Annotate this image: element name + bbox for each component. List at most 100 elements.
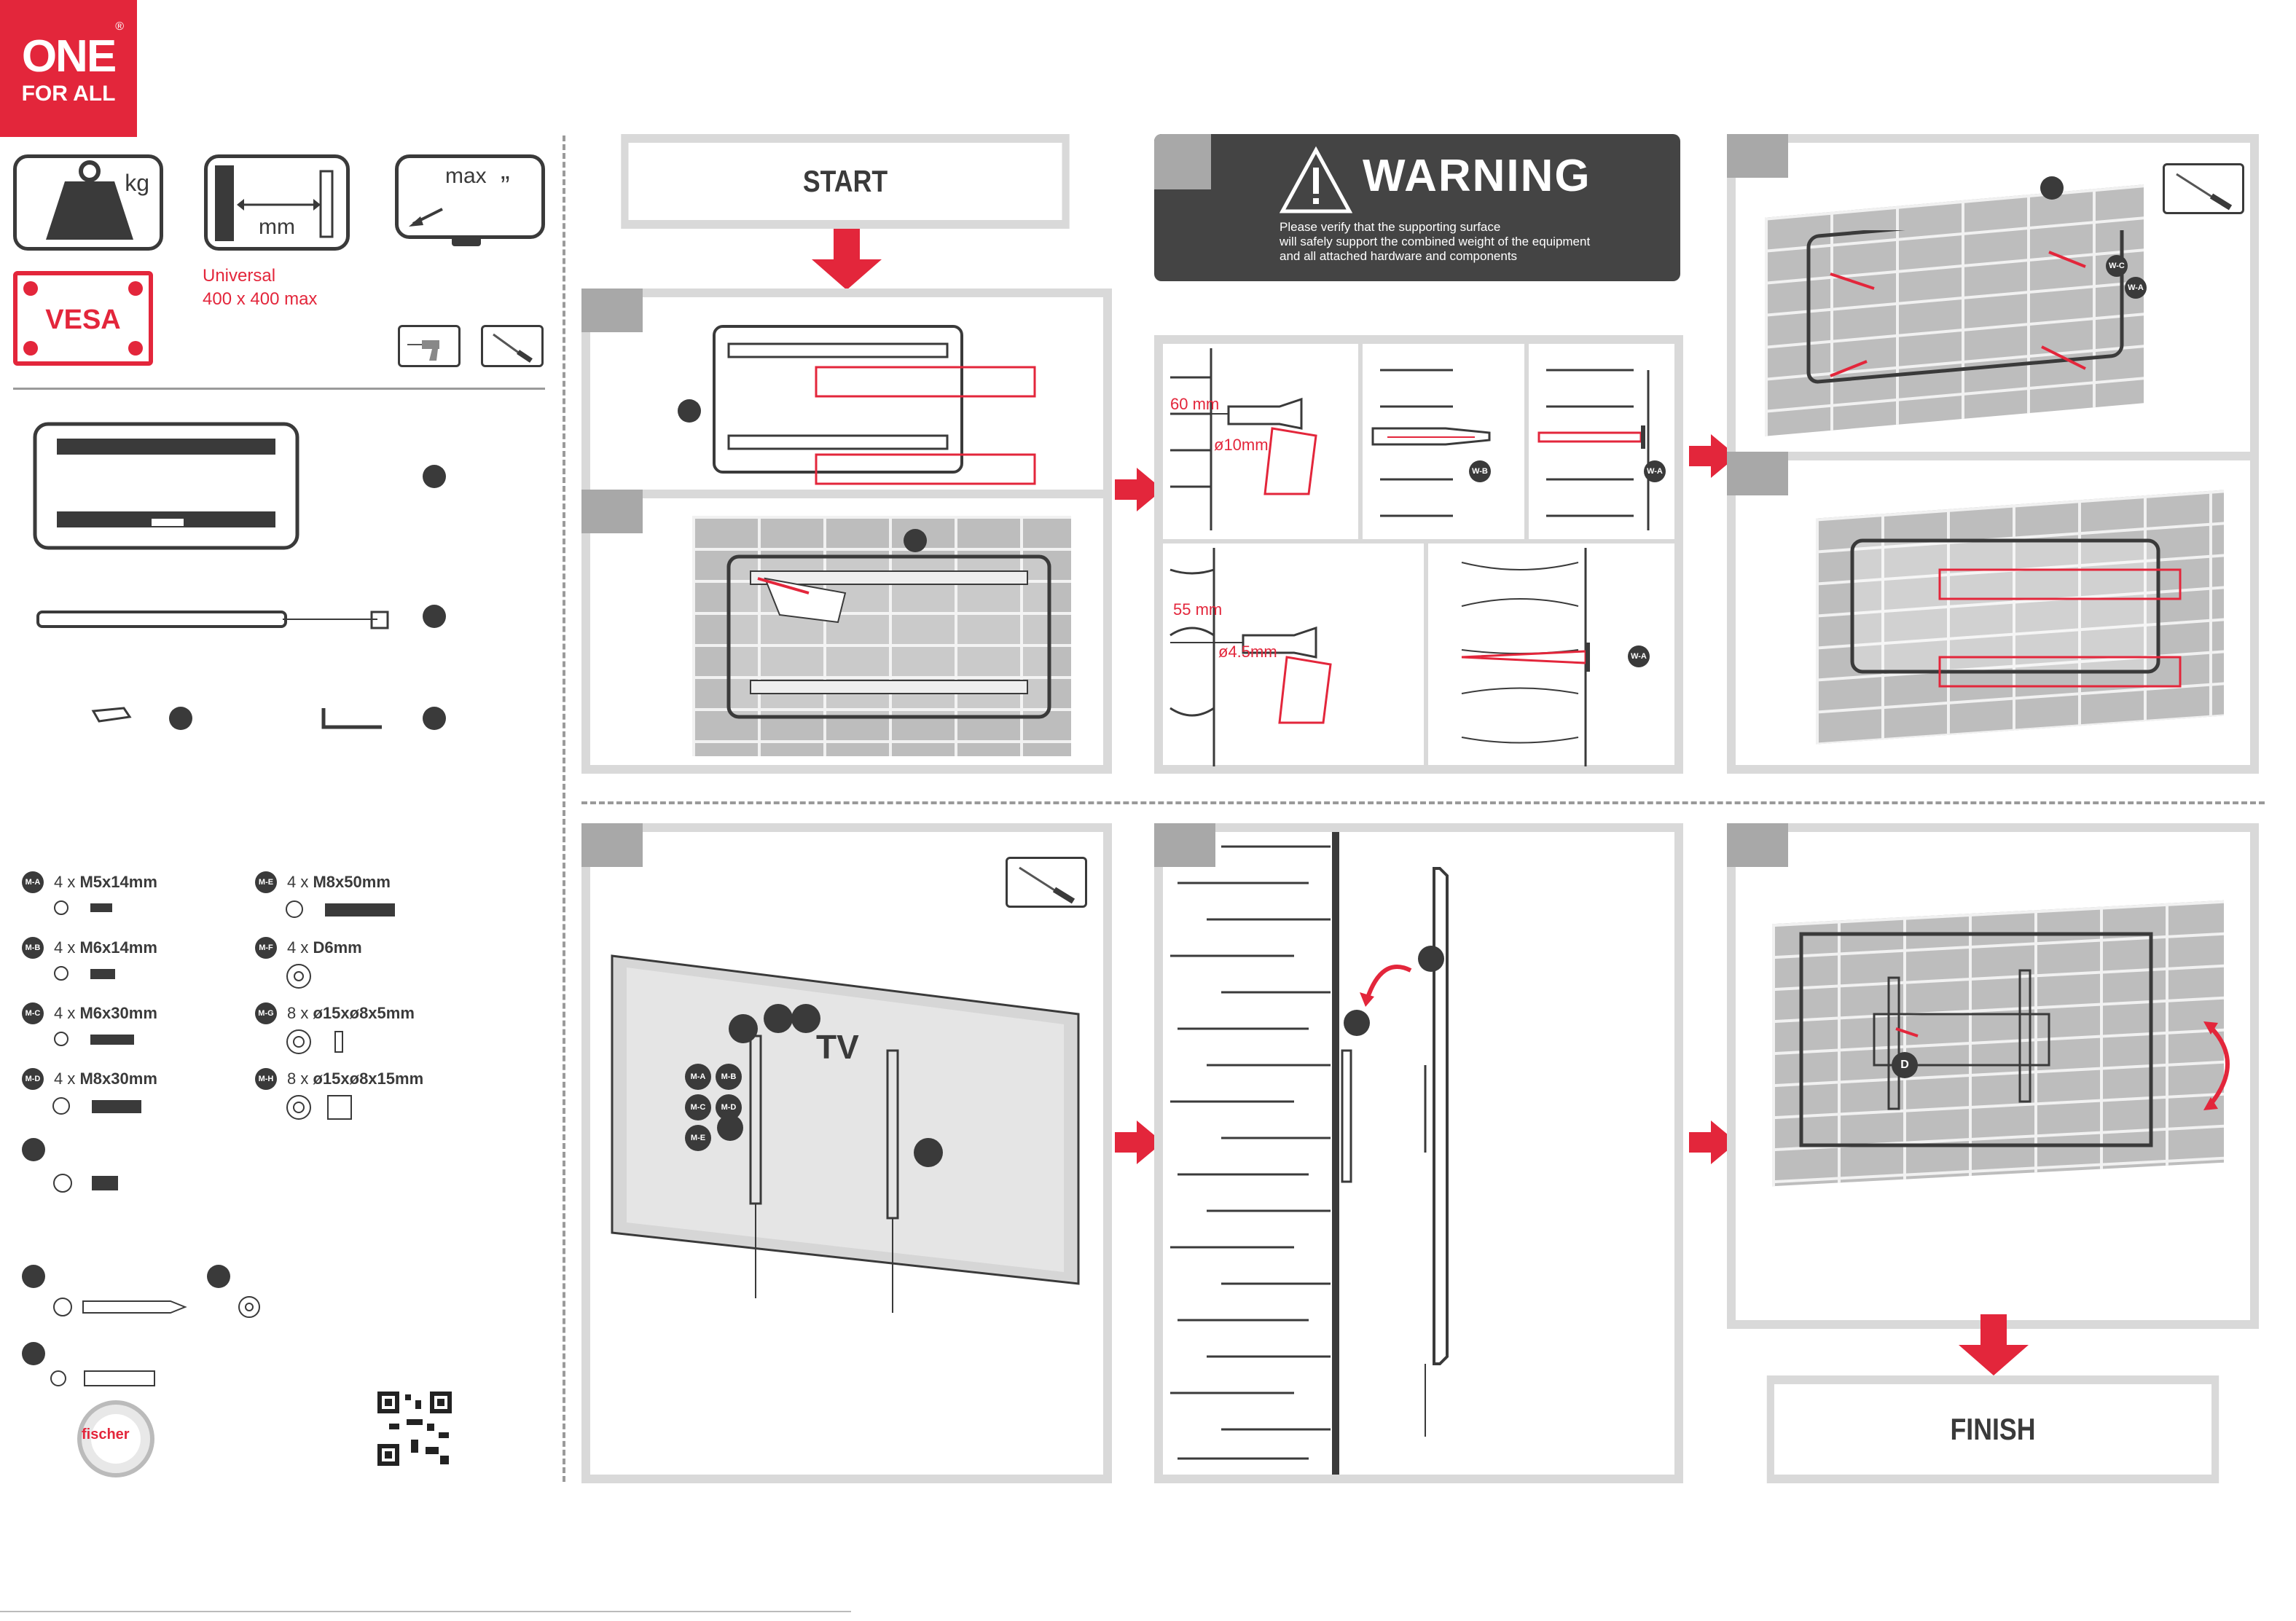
step-badge bbox=[581, 289, 643, 332]
down-arrow-icon bbox=[812, 229, 882, 290]
wood-drill-diameter: ø4.5mm bbox=[1218, 643, 1277, 661]
wall-plug-insert-illustration bbox=[1371, 369, 1491, 517]
label-me: M-E bbox=[685, 1125, 711, 1151]
step4-panel bbox=[1727, 452, 2259, 774]
part-marker bbox=[22, 1342, 45, 1365]
screw-qty: 4 x bbox=[54, 1069, 76, 1088]
step-badge bbox=[1727, 452, 1788, 495]
wall-plate-tape-illustration bbox=[1850, 538, 2182, 688]
logo-line2: FOR ALL bbox=[21, 82, 116, 106]
brick-drill-diameter: ø10mm bbox=[1214, 436, 1269, 454]
step-badge bbox=[1727, 134, 1788, 178]
weight-unit: kg bbox=[125, 170, 149, 196]
step-badge bbox=[1154, 823, 1215, 867]
washer-icon bbox=[238, 1296, 260, 1318]
spirit-level-part bbox=[91, 707, 132, 723]
screw-size: M8x30mm bbox=[79, 1069, 157, 1088]
qr-code-icon bbox=[375, 1389, 455, 1469]
rotate-arrow-icon bbox=[2203, 1021, 2230, 1110]
screw-code: M-F bbox=[255, 937, 277, 959]
part-marker bbox=[729, 1014, 758, 1043]
wood-screw-illustration bbox=[1461, 548, 1590, 766]
part-marker bbox=[678, 399, 701, 423]
part-marker bbox=[423, 605, 446, 628]
step7-panel: D bbox=[1727, 823, 2259, 1329]
warning-box: WARNING Please verify that the supportin… bbox=[1154, 134, 1680, 281]
screw-size: ø15xø8x5mm bbox=[313, 1004, 415, 1022]
wood-drill-depth: 55 mm bbox=[1173, 600, 1223, 619]
universal-label: Universal bbox=[203, 266, 276, 286]
screw-icon bbox=[52, 1097, 141, 1115]
fischer-label: fischer bbox=[82, 1426, 130, 1443]
step2-panel bbox=[581, 490, 1112, 774]
brick-side-illustration bbox=[1170, 845, 1331, 1460]
warning-line3: and all attached hardware and components bbox=[1280, 249, 1518, 263]
screw-size: D6mm bbox=[313, 938, 362, 957]
tv-side-illustration bbox=[1341, 867, 1449, 1437]
screw-code: M-G bbox=[255, 1002, 277, 1024]
screw-qty: 8 x bbox=[287, 1069, 309, 1088]
wall-plate-marking-illustration bbox=[726, 554, 1051, 719]
screw-icon bbox=[286, 900, 395, 918]
drill-tool-box bbox=[398, 325, 461, 367]
tv-stand-base bbox=[452, 239, 481, 246]
screw-size: M5x14mm bbox=[79, 873, 157, 891]
step5-panel: TV M-A M-B M-C M-D M-E bbox=[581, 823, 1112, 1483]
finish-banner: FINISH bbox=[1766, 1375, 2219, 1483]
screw-code: M-C bbox=[22, 1002, 44, 1024]
screwdriver-tool-box bbox=[2163, 163, 2244, 214]
screw-list: M-A 4 x M5x14mm M-B 4 x M6x14mm M-C 4 x … bbox=[22, 871, 532, 1141]
step1-panel bbox=[581, 289, 1112, 501]
wall-plate-mounted-illustration bbox=[1806, 230, 2124, 384]
label-wb: W-B bbox=[1469, 460, 1491, 482]
label-wa: W-A bbox=[1628, 645, 1650, 667]
step-badge bbox=[1727, 823, 1788, 867]
wall-screw-icon bbox=[53, 1298, 187, 1316]
wall-side-edge bbox=[1332, 832, 1339, 1475]
label-d: D bbox=[1892, 1052, 1918, 1078]
footer-line bbox=[0, 1611, 851, 1612]
screw-code: M-D bbox=[22, 1068, 44, 1090]
size-spec-box: max ” bbox=[395, 154, 545, 239]
drill-grid-h bbox=[1163, 539, 1674, 543]
diagonal-arrow-icon bbox=[409, 208, 443, 227]
down-arrow-icon bbox=[1959, 1314, 2029, 1375]
step-badge bbox=[581, 490, 643, 533]
screw-qty: 4 x bbox=[54, 1004, 76, 1022]
tv-depth-icon bbox=[215, 165, 334, 241]
screw-qty: 4 x bbox=[287, 873, 309, 891]
label-wa: W-A bbox=[1644, 460, 1666, 482]
allen-key-part bbox=[321, 708, 382, 729]
wood-drill-illustration bbox=[1169, 548, 1332, 766]
start-banner: START bbox=[621, 134, 1070, 229]
label-md: M-D bbox=[716, 1094, 742, 1120]
step-badge bbox=[581, 823, 643, 867]
label-wc: W-C bbox=[2106, 255, 2128, 277]
screw-code: M-A bbox=[22, 871, 44, 893]
wall-plate-part bbox=[33, 422, 299, 550]
warning-line1: Please verify that the supporting surfac… bbox=[1280, 220, 1501, 234]
logo-line1: ONE bbox=[21, 31, 117, 82]
vesa-max-label: 400 x 400 max bbox=[203, 289, 318, 309]
part-marker bbox=[22, 1265, 45, 1288]
registered-mark: ® bbox=[115, 20, 124, 33]
part-marker bbox=[169, 707, 192, 730]
tv-mounted-illustration bbox=[1799, 932, 2153, 1147]
vesa-badge: VESA bbox=[13, 271, 153, 366]
part-marker bbox=[207, 1265, 230, 1288]
drill-icon bbox=[407, 340, 439, 361]
size-label: max bbox=[445, 164, 487, 188]
label-mb: M-B bbox=[716, 1064, 742, 1090]
wall-plug-icon bbox=[50, 1370, 155, 1386]
row-divider bbox=[581, 801, 2265, 804]
weight-spec-box: kg bbox=[13, 154, 163, 251]
part-marker bbox=[1344, 1010, 1370, 1036]
tv-label: TV bbox=[816, 1028, 859, 1066]
screw-size: ø15xø8x15mm bbox=[313, 1069, 424, 1088]
brand-logo: ® ONE FOR ALL bbox=[0, 0, 137, 137]
washer-icon bbox=[286, 964, 311, 989]
tv-bracket-part bbox=[36, 611, 389, 629]
depth-spec-box: mm bbox=[204, 154, 350, 251]
fischer-seal bbox=[77, 1400, 154, 1477]
screw-size: M6x14mm bbox=[79, 938, 157, 957]
